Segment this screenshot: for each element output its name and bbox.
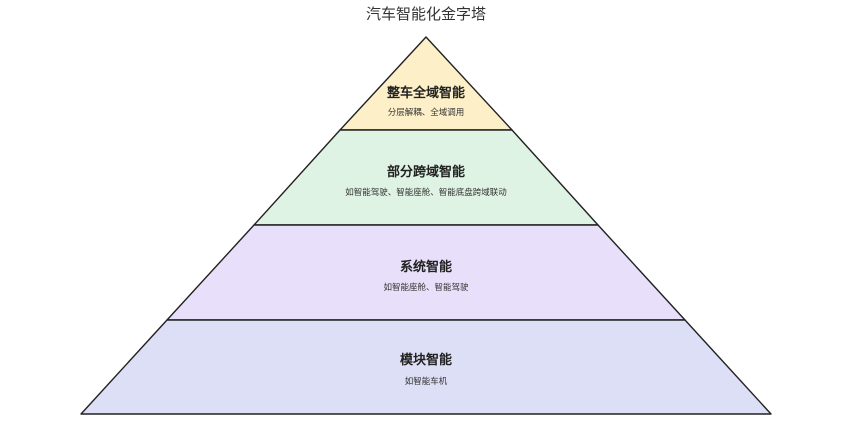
diagram-title: 汽车智能化金字塔 — [365, 5, 486, 23]
layer-description: 如智能座舱、智能驾驶 — [383, 282, 469, 293]
layer-title: 系统智能 — [400, 259, 452, 275]
layer-title: 整车全域智能 — [386, 85, 465, 101]
pyramid-layer-base: 模块智能 如智能车机 — [80, 319, 772, 415]
pyramid-layer-3: 系统智能 如智能座舱、智能驾驶 — [166, 224, 686, 321]
layer-description: 如智能车机 — [405, 376, 448, 387]
layer-description: 分层解耦、全域调用 — [388, 107, 465, 118]
layer-description: 如智能驾驶、智能座舱、智能底盘跨域联动 — [345, 187, 507, 198]
layer-title: 模块智能 — [400, 352, 452, 368]
pyramid-layer-2: 部分跨域智能 如智能驾驶、智能座舱、智能底盘跨域联动 — [253, 129, 599, 226]
layer-title: 部分跨域智能 — [387, 164, 465, 180]
pyramid-layer-top: 整车全域智能 分层解耦、全域调用 — [339, 36, 513, 131]
